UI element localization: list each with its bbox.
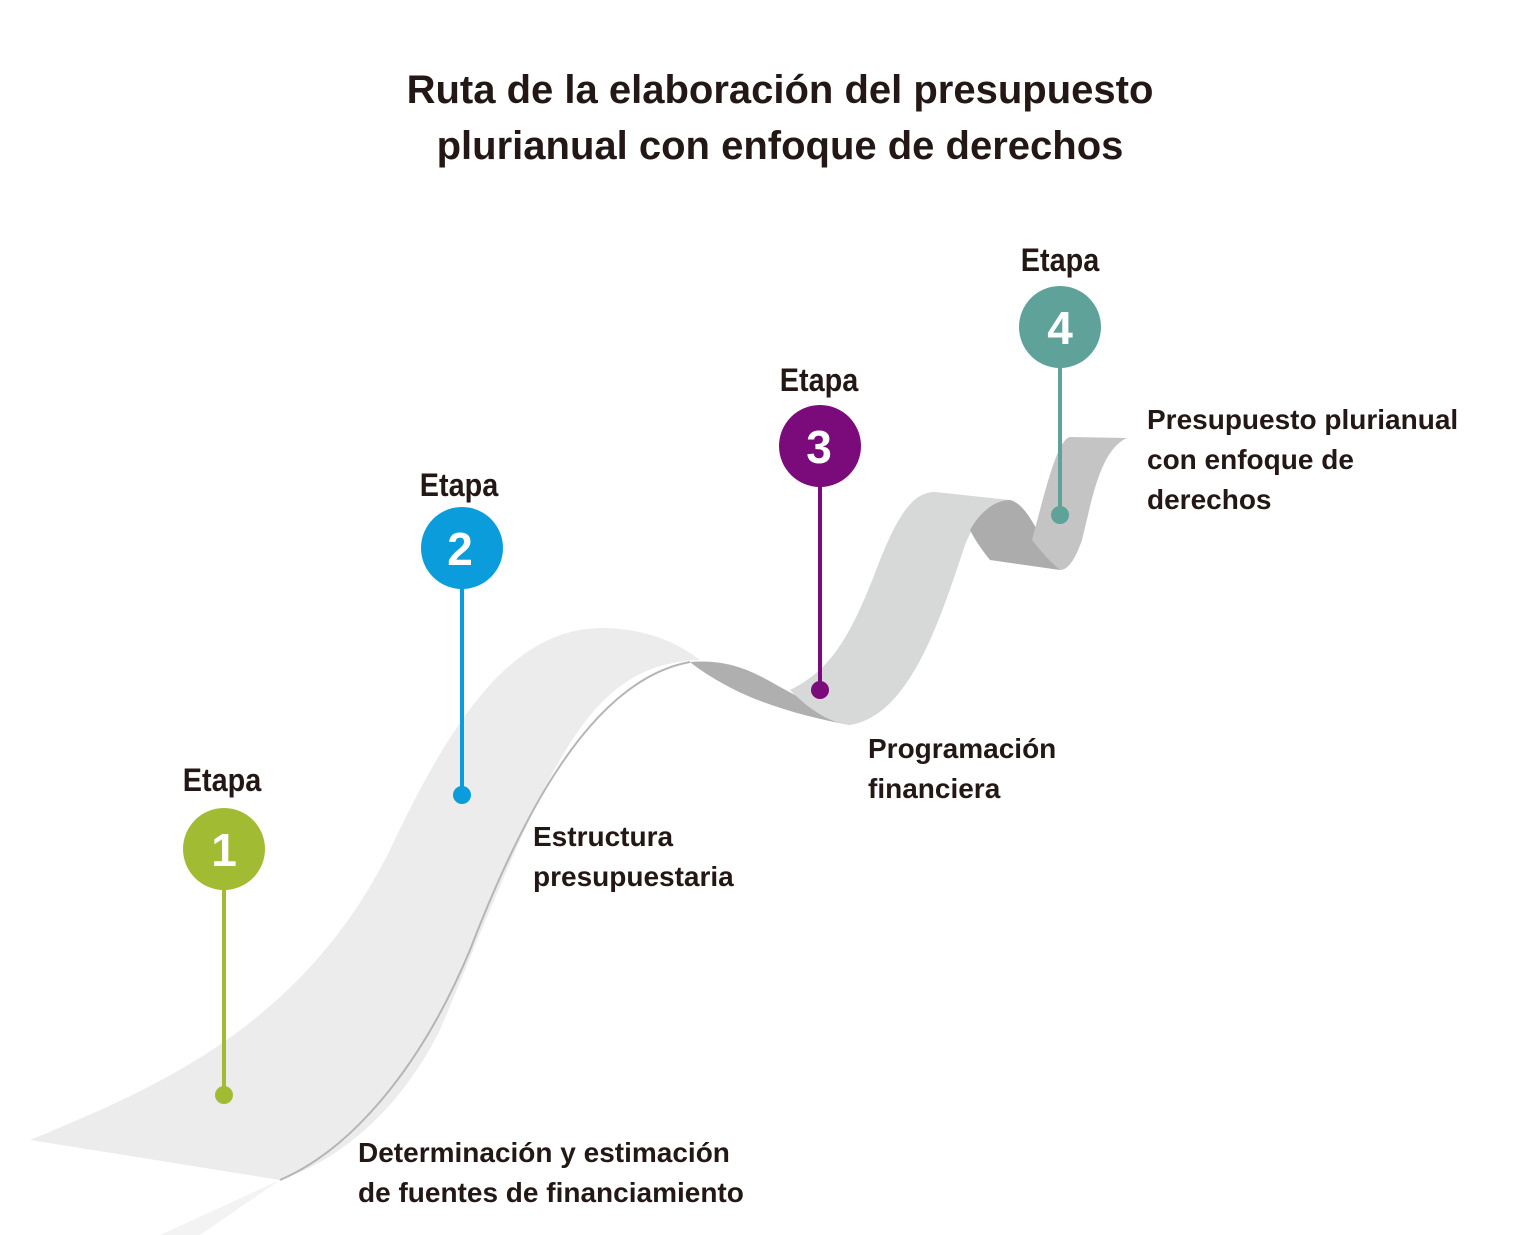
stage-2-label: Etapa	[419, 467, 499, 503]
ribbon-shadow-tail	[160, 1180, 280, 1235]
stage-4-desc-line-3: derechos	[1147, 484, 1272, 515]
stage-2-desc-line-2: presupuestaria	[533, 861, 734, 892]
stage-1-desc-line-1: Determinación y estimación	[358, 1137, 730, 1168]
ribbon-fold-1	[690, 661, 850, 725]
stage-3-description: Programación financiera	[868, 729, 1056, 809]
stage-2-number: 2	[447, 523, 473, 575]
ribbon-fold-2	[970, 500, 1060, 570]
stage-4-description: Presupuesto plurianual con enfoque de de…	[1147, 400, 1458, 520]
stage-1-number: 1	[211, 824, 237, 876]
stage-2-desc-line-1: Estructura	[533, 821, 674, 852]
diagram-title: Ruta de la elaboración del presupuesto p…	[0, 62, 1515, 174]
title-line-2: plurianual con enfoque de derechos	[436, 124, 1124, 168]
stage-1-description: Determinación y estimación de fuentes de…	[358, 1133, 744, 1213]
stage-1-label: Etapa	[182, 762, 262, 798]
ribbon-segment-2	[790, 492, 1010, 725]
stage-4-marker: 4	[1019, 286, 1101, 524]
ribbon-edge-1	[279, 661, 691, 1181]
stage-4-number: 4	[1047, 302, 1073, 354]
stage-4-label: Etapa	[1020, 242, 1100, 278]
stage-2-description: Estructura presupuestaria	[533, 817, 734, 897]
stage-1-desc-line-2: de fuentes de financiamiento	[358, 1177, 744, 1208]
title-line-1: Ruta de la elaboración del presupuesto	[406, 68, 1154, 112]
stage-4-desc-line-1: Presupuesto plurianual	[1147, 404, 1459, 435]
stage-3-label: Etapa	[779, 362, 859, 398]
stage-3-desc-line-1: Programación	[868, 733, 1057, 764]
stage-1-marker: 1	[183, 808, 265, 1104]
ribbon-segment-3	[1032, 437, 1127, 570]
stage-2-marker: 2	[421, 507, 503, 804]
stage-3-desc-line-2: financiera	[868, 773, 1001, 804]
stage-3-number: 3	[806, 421, 832, 473]
ribbon-segment-1	[30, 628, 700, 1180]
stage-3-marker: 3	[779, 405, 861, 699]
stage-4-desc-line-2: con enfoque de	[1147, 444, 1354, 475]
